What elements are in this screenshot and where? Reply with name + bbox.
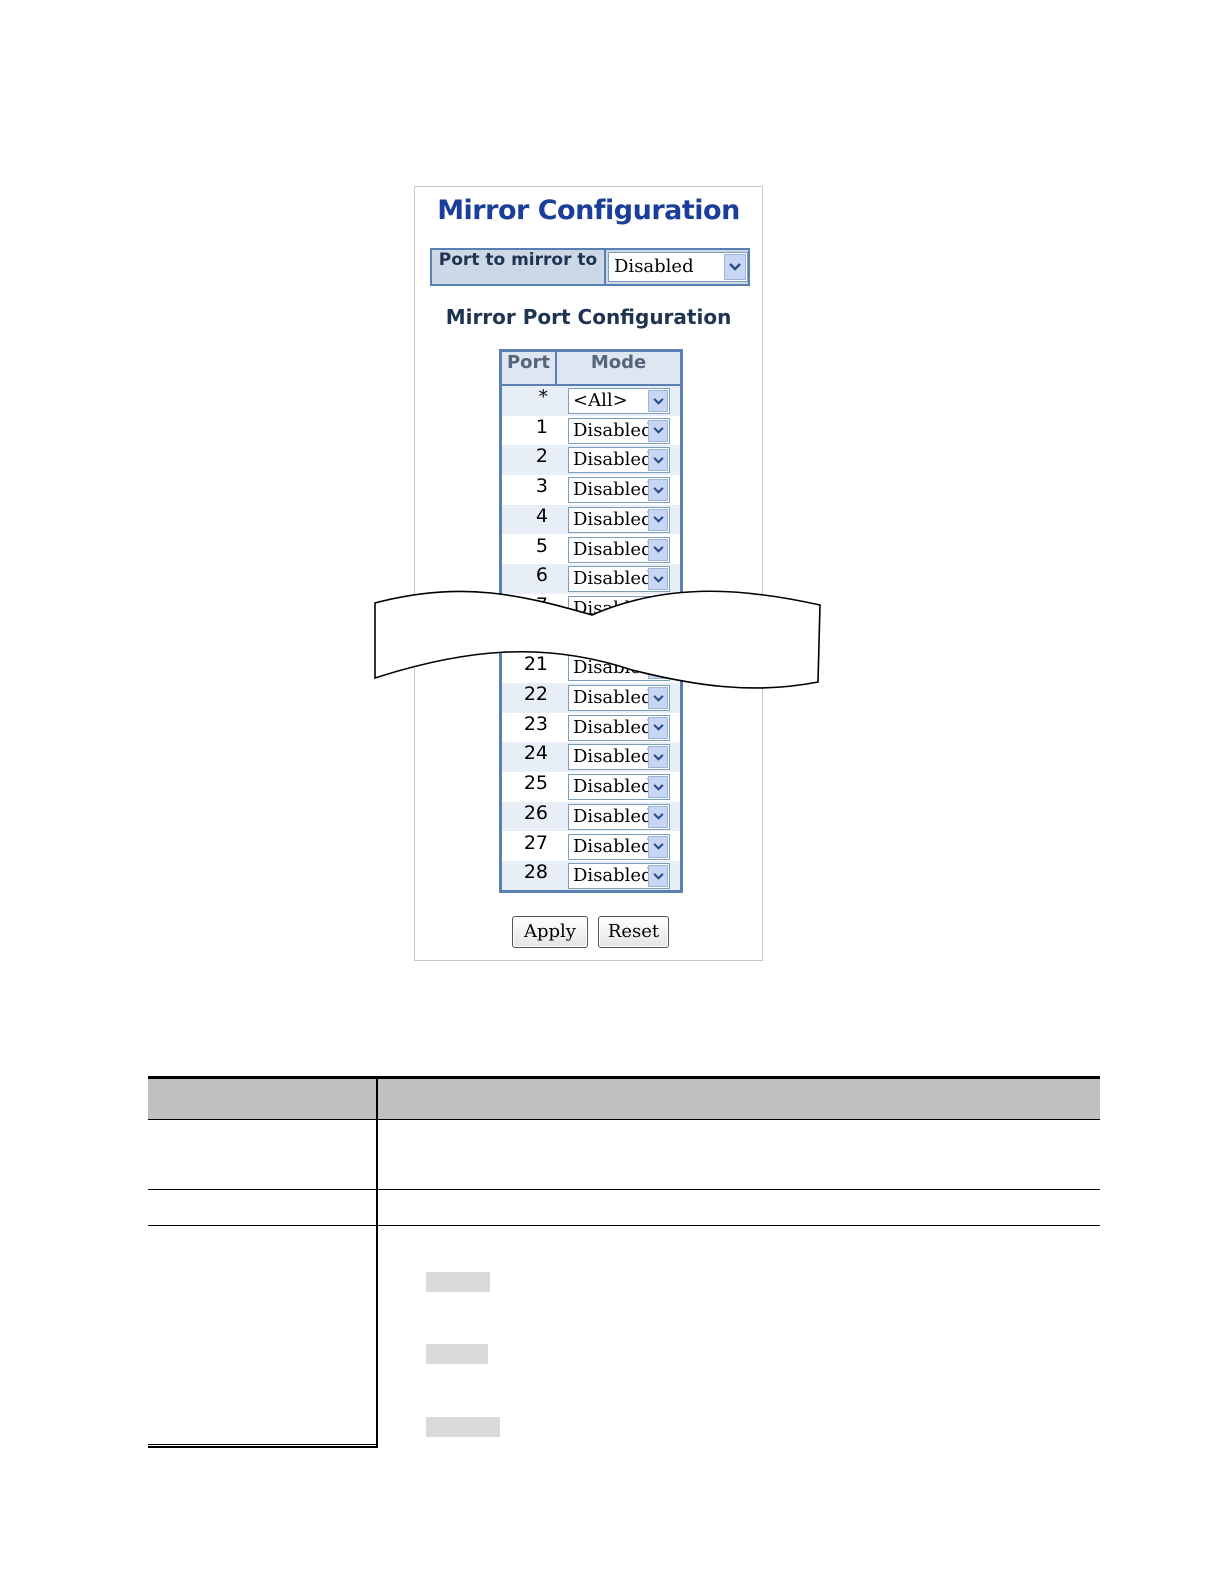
mode-value: Disabled — [573, 449, 653, 471]
port-number: * — [538, 386, 549, 408]
mode-select[interactable]: Disabled — [568, 417, 670, 444]
mode-select[interactable]: Disabled — [568, 744, 670, 771]
chevron-down-icon[interactable] — [648, 835, 668, 858]
chevron-down-icon[interactable] — [648, 746, 668, 769]
mode-select[interactable]: Disabled — [568, 863, 670, 890]
row-divider — [148, 1119, 1100, 1120]
table-row: 27 Disabled — [502, 832, 680, 862]
mirror-port-configuration-heading: Mirror Port Configuration — [445, 305, 732, 329]
port-number: 21 — [523, 653, 548, 676]
chevron-down-icon[interactable] — [648, 776, 668, 799]
port-to-mirror-row: Port to mirror to Disabled — [430, 248, 750, 286]
table-row: 4 Disabled — [502, 504, 680, 535]
mode-select[interactable]: Disabled — [568, 447, 670, 474]
column-divider — [376, 1079, 378, 1448]
table-row: 1 Disabled — [502, 416, 680, 446]
port-number: 6 — [535, 564, 548, 587]
port-number: 26 — [523, 801, 548, 824]
chevron-down-icon[interactable] — [648, 538, 668, 561]
table-row: 28 Disabled — [502, 861, 680, 890]
chevron-down-icon[interactable] — [648, 805, 668, 828]
port-number: 5 — [535, 534, 548, 557]
mode-select[interactable]: Disabled — [568, 566, 670, 593]
table-header: Port Mode — [502, 352, 680, 386]
mode-select[interactable]: Disabled — [568, 506, 670, 533]
mode-value: Disabled — [573, 687, 653, 708]
mode-value: Disabled — [573, 865, 653, 887]
chevron-down-icon[interactable] — [648, 508, 668, 531]
mode-select[interactable]: Disabled — [568, 477, 670, 504]
chevron-down-icon[interactable] — [648, 419, 668, 442]
mode-value: Disabled — [573, 568, 653, 590]
chevron-down-icon[interactable] — [648, 390, 668, 412]
mirror-configuration-panel: Mirror Configuration Port to mirror to D… — [414, 186, 763, 961]
highlight-box — [426, 1417, 500, 1437]
highlight-box — [426, 1344, 488, 1364]
mode-value: Disabled — [573, 479, 653, 501]
mode-select[interactable]: Disabled — [568, 714, 670, 741]
mode-value: Disabled — [573, 835, 653, 857]
chevron-down-icon[interactable] — [648, 479, 668, 502]
port-to-mirror-select[interactable]: Disabled — [608, 252, 748, 282]
mode-select[interactable]: Disabled — [568, 685, 670, 711]
reset-button[interactable]: Reset — [598, 916, 669, 948]
table-row: 3 Disabled — [502, 475, 680, 505]
highlight-box — [426, 1272, 490, 1292]
port-number: 22 — [523, 683, 548, 705]
mode-value: Disabled — [573, 776, 653, 798]
table-row: 5 Disabled — [502, 535, 680, 565]
table-row: * <All> — [502, 386, 680, 416]
port-number: 28 — [523, 861, 548, 884]
port-number: 25 — [523, 772, 548, 795]
column-header-mode: Mode — [590, 352, 647, 373]
mode-value: Disabled — [573, 419, 653, 441]
torn-page-break — [374, 590, 821, 689]
chevron-down-icon[interactable] — [648, 716, 668, 739]
table-bottom-rule — [148, 1444, 377, 1448]
row-divider — [148, 1189, 1100, 1190]
table-row: 6 Disabled — [502, 564, 680, 594]
port-number: 2 — [535, 445, 548, 468]
chevron-down-icon[interactable] — [648, 568, 668, 591]
port-number: 3 — [535, 475, 548, 498]
chevron-down-icon[interactable] — [648, 865, 668, 888]
table-row: 2 Disabled — [502, 445, 680, 476]
table-row: 24 Disabled — [502, 742, 680, 773]
page-title: Mirror Configuration — [437, 195, 740, 226]
column-header-port: Port — [502, 352, 557, 384]
mode-value: Disabled — [573, 716, 653, 738]
mode-select[interactable]: Disabled — [568, 833, 670, 860]
chevron-down-icon[interactable] — [724, 254, 746, 280]
mode-select[interactable]: <All> — [568, 388, 670, 414]
chevron-down-icon[interactable] — [648, 687, 668, 709]
parameter-description-table — [148, 1076, 1100, 1450]
mode-select[interactable]: Disabled — [568, 536, 670, 563]
chevron-down-icon[interactable] — [648, 449, 668, 472]
mode-value: Disabled — [573, 508, 653, 530]
mode-value: Disabled — [573, 746, 653, 768]
mode-value: Disabled — [573, 538, 653, 560]
table-header-row — [148, 1079, 1100, 1119]
table-row: 25 Disabled — [502, 772, 680, 802]
port-to-mirror-label: Port to mirror to — [432, 250, 606, 284]
mode-select[interactable]: Disabled — [568, 774, 670, 801]
table-row: 26 Disabled — [502, 801, 680, 832]
mode-select[interactable]: Disabled — [568, 803, 670, 830]
port-number: 24 — [523, 742, 548, 765]
port-number: 23 — [523, 712, 548, 735]
port-number: 27 — [523, 831, 548, 854]
apply-button[interactable]: Apply — [512, 916, 588, 948]
row-divider — [148, 1225, 1100, 1226]
port-to-mirror-value: Disabled — [614, 256, 694, 277]
port-number: 1 — [535, 415, 548, 438]
table-row: 23 Disabled — [502, 713, 680, 743]
table-top-rule — [148, 1076, 1100, 1079]
mode-value: Disabled — [573, 805, 653, 827]
table-row: 22 Disabled — [502, 683, 680, 713]
mode-value: <All> — [573, 390, 628, 411]
port-number: 4 — [535, 504, 548, 527]
